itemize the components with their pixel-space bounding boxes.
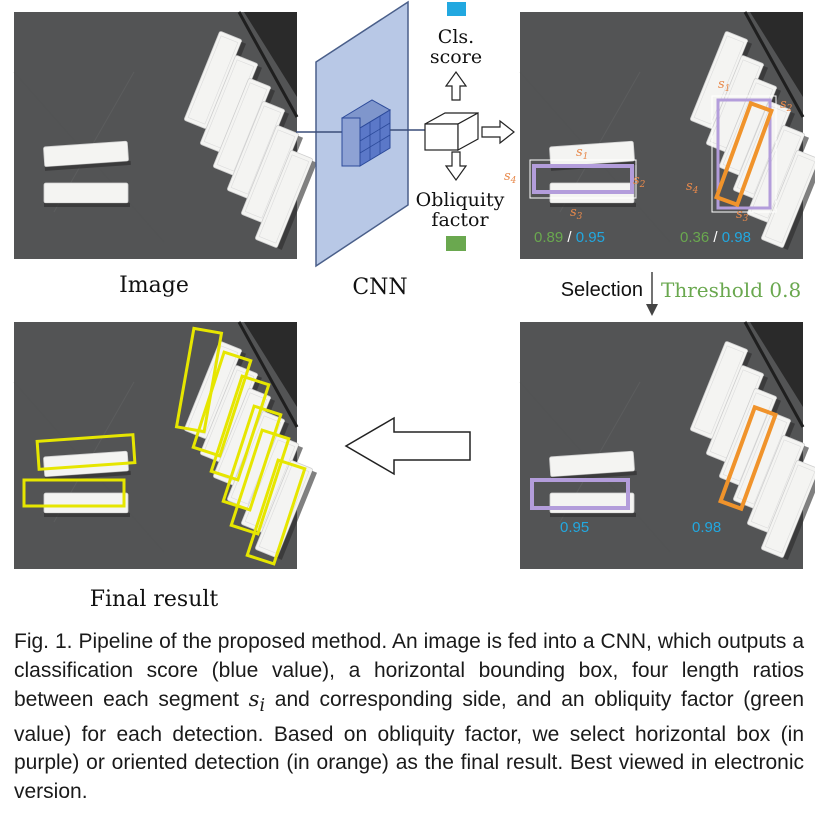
obliquity-label-2: factor (431, 209, 489, 231)
pipeline-figure: Image CNN Cls. score Obliquity factor (12, 0, 815, 612)
output-cube (424, 111, 479, 152)
caption-part2: and corresponding side, and an obliquity… (14, 688, 804, 803)
obliquity-value-right: 0.36 (680, 229, 709, 246)
selected-cls-left: 0.95 (560, 519, 589, 536)
image-label: Image (119, 273, 189, 298)
obliquity-value-left: 0.89 (534, 229, 563, 246)
obliquity-label-1: Obliquity (416, 189, 505, 211)
selected-panel: 0.95 0.98 (518, 320, 815, 571)
cls-score-swatch (447, 2, 466, 16)
seg-label-s2-right: s2 (780, 97, 793, 114)
final-result-label: Final result (90, 587, 219, 612)
seg-label-s2-left: s2 (633, 173, 646, 190)
left-arrow-icon (344, 416, 471, 476)
horizontal-box-right (716, 98, 772, 210)
horizontal-box-left (532, 164, 634, 194)
seg-label-s3-right: s3 (736, 207, 749, 224)
cnn-label: CNN (352, 275, 407, 300)
caption-part1: Fig. 1. Pipeline of the proposed method.… (14, 630, 804, 711)
svg-text:0.89 / 0.95: 0.89 / 0.95 (534, 229, 605, 246)
selection-label: Selection (561, 279, 643, 301)
figure-caption: Fig. 1. Pipeline of the proposed method.… (14, 628, 804, 806)
up-arrow-icon (444, 70, 468, 101)
cls-value-left: 0.95 (576, 229, 605, 246)
threshold-label: Threshold 0.8 (661, 278, 801, 302)
seg-label-s4-left: s4 (504, 169, 517, 186)
seg-label-s1-right: s1 (718, 77, 730, 94)
caption-si: si (248, 687, 266, 717)
cls-score-label-1: Cls. (438, 26, 474, 48)
oriented-box-right (713, 100, 775, 208)
seg-label-s3-left: s3 (570, 205, 583, 222)
detection-panel: s1 s2 s3 s4 s1 s2 s3 s4 0.89 / 0.95 0.36… (504, 10, 815, 261)
selected-cls-right: 0.98 (692, 519, 721, 536)
seg-label-s1-left: s1 (576, 145, 588, 162)
svg-text:0.36 / 0.98: 0.36 / 0.98 (680, 229, 751, 246)
seg-label-s4-right: s4 (686, 179, 699, 196)
obliquity-swatch (446, 236, 466, 251)
input-image-panel (12, 10, 318, 261)
right-arrow-icon (481, 119, 515, 145)
cnn-block (296, 0, 428, 268)
down-arrow-icon (444, 151, 468, 182)
cls-value-right: 0.98 (722, 229, 751, 246)
final-result-panel (12, 320, 318, 571)
cls-score-label-2: score (430, 46, 482, 68)
